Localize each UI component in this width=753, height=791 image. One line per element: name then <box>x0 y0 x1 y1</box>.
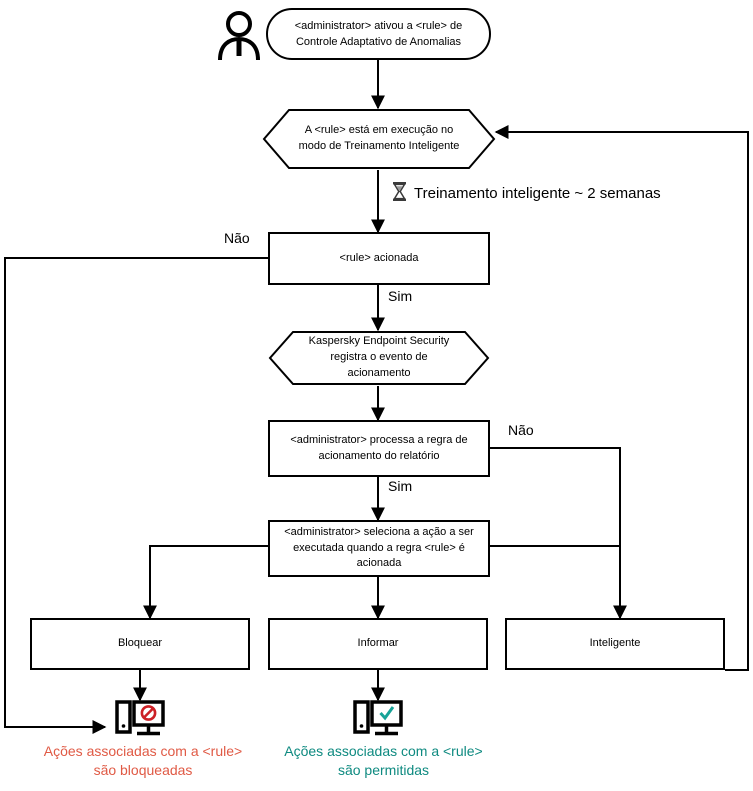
node-kes-registers: Kaspersky Endpoint Security registra o e… <box>268 330 490 386</box>
node-admin-selects: <administrator> seleciona a ação a ser e… <box>268 520 490 577</box>
edge-label-processed-yes: Sim <box>388 478 413 494</box>
node-kes-registers-label: Kaspersky Endpoint Security registra o e… <box>308 335 450 379</box>
hourglass-icon <box>392 182 407 205</box>
edge-label-triggered-no: Não <box>224 230 250 246</box>
edge-label-processed-no: Não <box>508 422 534 438</box>
node-start-label: <administrator> ativou a <rule> de Contr… <box>294 19 463 49</box>
training-duration-note: Treinamento inteligente ~ 2 semanas <box>392 182 661 205</box>
node-rule-triggered: <rule> acionada <box>268 232 490 285</box>
node-admin-selects-label: <administrator> seleciona a ação a ser e… <box>284 525 474 570</box>
node-action-smart: Inteligente <box>505 618 725 670</box>
computer-allowed-icon <box>353 700 403 740</box>
outcome-allowed-caption: Ações associadas com a <rule> são permit… <box>284 743 483 778</box>
edge-smart-feedback <box>494 125 749 671</box>
computer-blocked-icon <box>115 700 165 740</box>
edge-processed-no <box>490 447 627 620</box>
outcome-blocked-caption: Ações associadas com a <rule> são bloque… <box>43 743 243 778</box>
training-duration-text: Treinamento inteligente ~ 2 semanas <box>414 185 661 202</box>
node-start: <administrator> ativou a <rule> de Contr… <box>266 8 491 60</box>
node-training-mode: A <rule> está em execução no modo de Tre… <box>262 108 496 170</box>
node-action-block: Bloquear <box>30 618 250 670</box>
node-action-inform-label: Informar <box>357 637 399 650</box>
node-admin-processes-label: <administrator> processa a regra de acio… <box>290 433 468 462</box>
edge-select-to-block <box>143 545 268 620</box>
person-icon <box>212 8 266 62</box>
edge-label-triggered-yes: Sim <box>388 288 413 304</box>
node-admin-processes: <administrator> processa a regra de acio… <box>268 420 490 477</box>
node-rule-triggered-label: <rule> acionada <box>339 251 419 264</box>
node-action-inform: Informar <box>268 618 488 670</box>
node-action-smart-label: Inteligente <box>589 637 641 650</box>
node-training-mode-label: A <rule> está em execução no modo de Tre… <box>298 124 460 152</box>
node-action-block-label: Bloquear <box>117 637 163 650</box>
